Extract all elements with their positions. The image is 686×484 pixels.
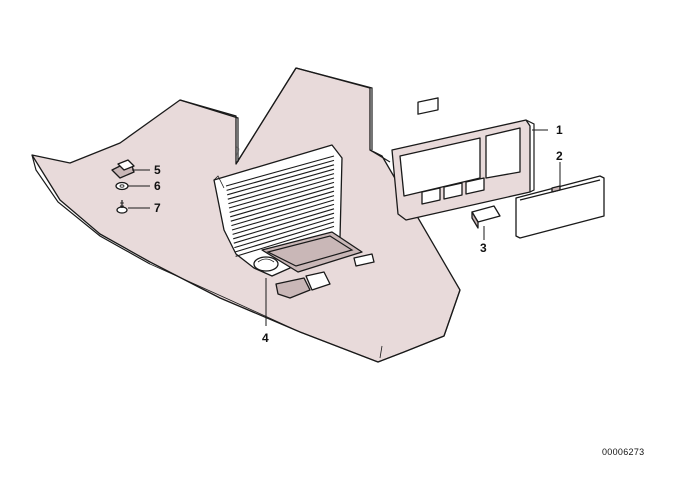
document-number: 00006273 <box>602 447 645 457</box>
grille-slat <box>229 181 335 213</box>
grille-slat <box>232 203 335 235</box>
grille-slat <box>231 199 335 231</box>
grille-slat <box>233 212 335 244</box>
grille-slat <box>234 221 335 253</box>
fastener-clip <box>111 159 135 179</box>
callout-2: 2 <box>556 149 563 163</box>
callout-7: 7 <box>154 201 161 215</box>
callout-5: 5 <box>154 163 161 177</box>
cover-plate <box>515 175 605 239</box>
grille-slat <box>225 155 335 187</box>
grille-slat <box>230 190 335 222</box>
fastener-screw <box>116 200 128 214</box>
grille-slat <box>231 195 335 227</box>
grille-slat <box>235 225 335 257</box>
grille-panel <box>213 144 375 299</box>
grille-slat <box>233 208 335 240</box>
grille-slat <box>230 186 335 218</box>
grille-slat <box>227 168 335 200</box>
grille-slat <box>226 159 335 191</box>
fastener-washer <box>115 181 129 191</box>
front-panel-frame <box>391 97 535 221</box>
callout-4: 4 <box>262 331 269 345</box>
grille-slat <box>228 177 335 209</box>
grille-slat <box>234 217 335 249</box>
grille-slat <box>227 164 335 196</box>
callouts: 1 2 3 4 5 6 7 <box>128 123 563 345</box>
grille-slat <box>228 173 335 205</box>
switch <box>471 205 501 229</box>
callout-3: 3 <box>480 241 487 255</box>
callout-6: 6 <box>154 179 161 193</box>
callout-1: 1 <box>556 123 563 137</box>
